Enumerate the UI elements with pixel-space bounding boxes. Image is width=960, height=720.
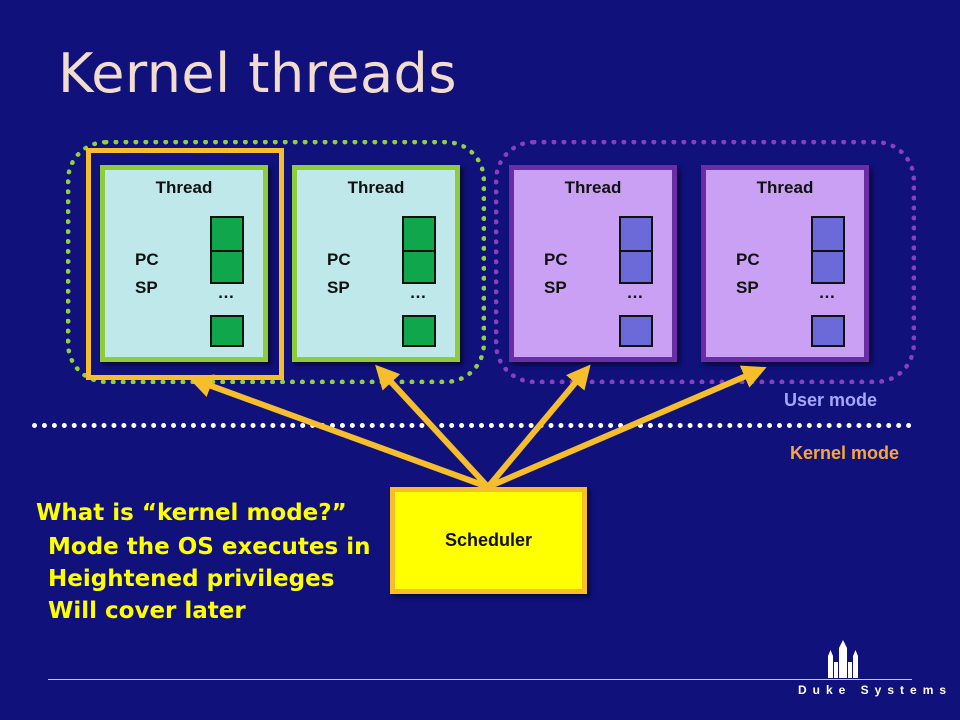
thread-box-1: Thread PC SP … (100, 165, 268, 362)
pc-label: PC (327, 250, 351, 269)
stack-bottom-frame (619, 315, 653, 347)
stack-bottom-frame (811, 315, 845, 347)
pc-label: PC (135, 250, 159, 269)
note-question: What is “kernel mode?” (36, 500, 347, 526)
arrow-to-thread-1 (188, 374, 491, 490)
stack-ellipsis: … (626, 283, 644, 302)
thread-box-2: Thread PC SP … (292, 165, 460, 362)
stack-ellipsis: … (409, 283, 427, 302)
kernel-mode-note: What is “kernel mode?” Mode the OS execu… (36, 500, 370, 630)
note-item: Heightened privileges (48, 566, 335, 592)
user-mode-label: User mode (784, 390, 878, 410)
thread-label: Thread (756, 178, 814, 197)
stack-ellipsis: … (818, 283, 836, 302)
arrow-to-thread-2 (375, 364, 491, 490)
note-item: Mode the OS executes in (48, 534, 371, 560)
scheduler-box: Scheduler (390, 487, 587, 594)
pc-label: PC (544, 250, 568, 269)
sp-label: SP (327, 278, 350, 297)
thread-label: Thread (347, 178, 405, 197)
duke-chapel-icon (828, 640, 858, 678)
note-item: Will cover later (48, 598, 246, 624)
process-group-green (66, 140, 486, 384)
kernel-mode-label: Kernel mode (790, 443, 900, 463)
sp-label: SP (135, 278, 158, 297)
thread-label: Thread (564, 178, 622, 197)
arrow-to-thread-4 (485, 365, 767, 490)
arrow-to-thread-3 (485, 364, 591, 490)
stack-frames (210, 216, 244, 284)
sp-label: SP (544, 278, 567, 297)
process-group-purple (494, 140, 916, 384)
pc-label: PC (736, 250, 760, 269)
stack-bottom-frame (210, 315, 244, 347)
slide-title: Kernel threads (58, 42, 457, 105)
thread-label: Thread (155, 178, 213, 197)
thread-box-4: Thread PC SP … (701, 165, 869, 362)
duke-systems-logo: Duke Systems (798, 683, 953, 697)
running-thread-highlight (86, 148, 284, 380)
stack-frames (402, 216, 436, 284)
thread-box-3: Thread PC SP … (509, 165, 677, 362)
stack-frames (811, 216, 845, 284)
stack-bottom-frame (402, 315, 436, 347)
scheduler-label: Scheduler (444, 530, 533, 550)
sp-label: SP (736, 278, 759, 297)
mode-boundary-line (32, 423, 912, 428)
footer-divider (48, 679, 912, 680)
stack-ellipsis: … (217, 283, 235, 302)
stack-frames (619, 216, 653, 284)
